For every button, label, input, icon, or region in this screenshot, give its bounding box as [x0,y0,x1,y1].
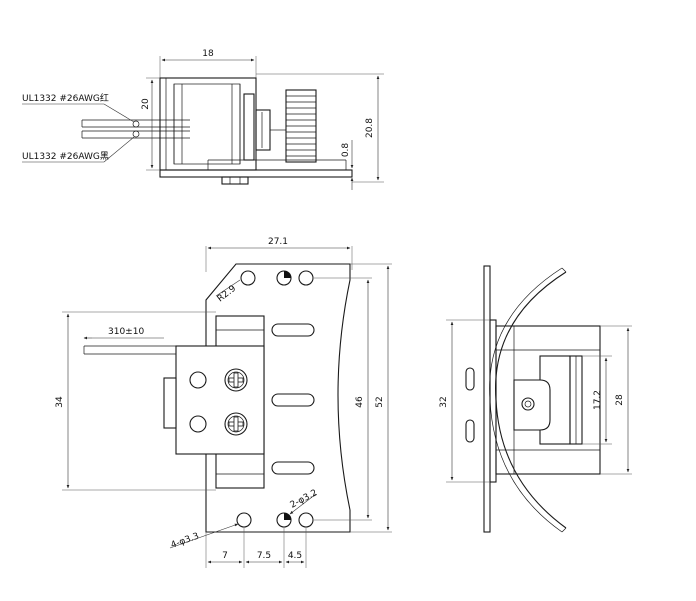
side-view: 32 17.2 28 [439,265,632,533]
top-view: 18 [22,49,384,190]
wire-black-label: UL1332 #26AWG黑 [22,151,109,162]
dim-holes-four: 4-φ3.3 [170,531,201,550]
dim-side-height-left: 32 [439,396,449,407]
slot [271,461,315,475]
mount-hole [240,270,256,286]
slot [271,323,315,337]
mount-hole [298,512,314,528]
terminal [189,371,207,389]
dim-front-height-inner: 46 [355,396,365,408]
dim-top-height-left: 20 [141,98,151,110]
spring-wire [495,271,567,529]
wire-red-label: UL1332 #26AWG红 [22,92,109,104]
mount-hole [298,270,314,286]
solenoid-coil [175,345,265,455]
top-frame [159,77,257,171]
dim-wire-length: 310±10 [108,327,144,337]
screw-icon [224,368,248,392]
dim-bottom-a: 7 [222,551,228,561]
dim-top-height-right: 20.8 [365,118,375,138]
dim-holes-two: 2-φ3.2 [289,488,320,511]
front-view: 27.1 R2.9 [55,237,392,568]
base-plate [205,263,351,533]
dim-front-radius: R2.9 [216,284,239,305]
dim-bottom-c: 4.5 [288,551,302,561]
terminal [189,415,207,433]
dim-front-height-outer: 52 [375,396,385,407]
dim-front-height-left: 34 [55,396,65,408]
dim-front-width: 27.1 [268,237,288,247]
dim-top-small: 0.8 [341,143,351,158]
dim-side-right: 28 [615,394,625,406]
side-plate [483,265,491,533]
slot [271,393,315,407]
dim-side-inner: 17.2 [593,390,603,410]
mount-hole [236,512,252,528]
dim-top-width: 18 [202,49,214,59]
dim-bottom-b: 7.5 [257,551,271,561]
screw-icon [224,412,248,436]
